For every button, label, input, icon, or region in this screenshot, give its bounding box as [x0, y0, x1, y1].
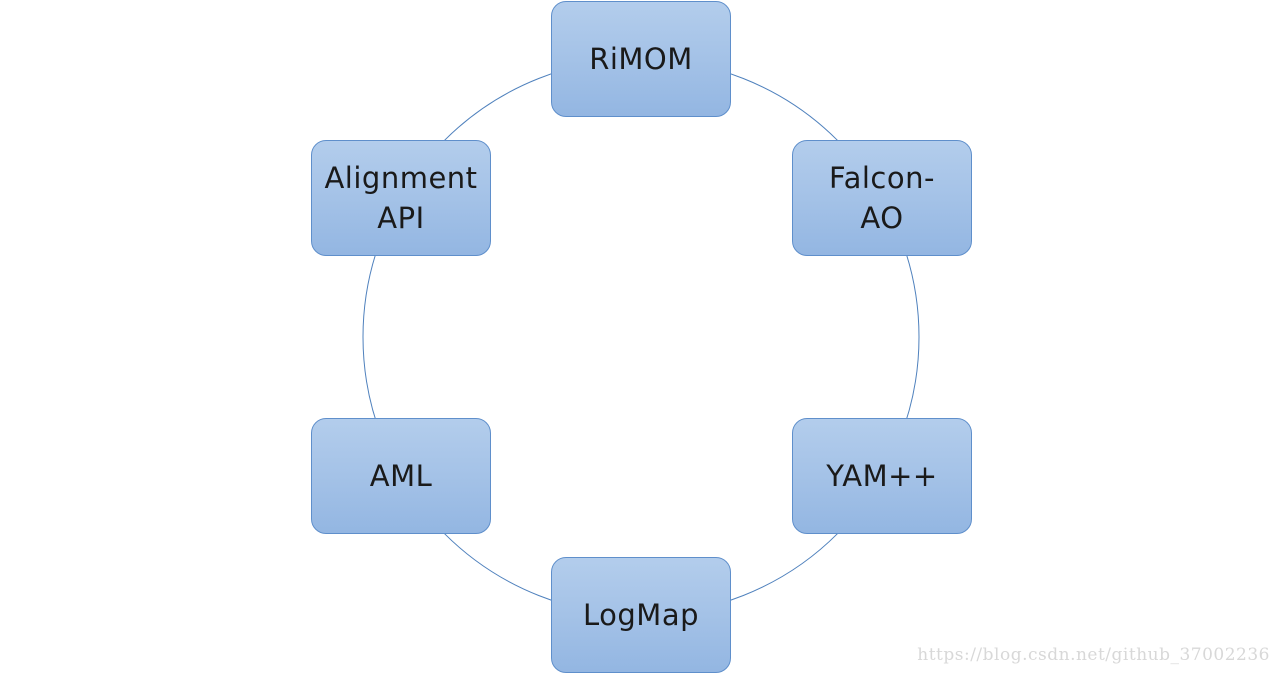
watermark-url: https://blog.csdn.net/github_37002236	[917, 645, 1270, 665]
node-logmap: LogMap	[551, 557, 731, 673]
node-aml-label: AML	[369, 459, 433, 493]
node-aml: AML	[311, 418, 491, 534]
node-alignment-api: Alignment API	[311, 140, 491, 256]
node-logmap-label: LogMap	[583, 598, 699, 632]
node-alignment-api-label: Alignment API	[324, 161, 478, 235]
node-rimom-label: RiMOM	[589, 42, 693, 76]
node-rimom: RiMOM	[551, 1, 731, 117]
node-falcon-ao: Falcon- AO	[792, 140, 972, 256]
node-yam: YAM++	[792, 418, 972, 534]
node-yam-label: YAM++	[826, 459, 938, 493]
node-falcon-ao-label: Falcon- AO	[829, 161, 935, 235]
